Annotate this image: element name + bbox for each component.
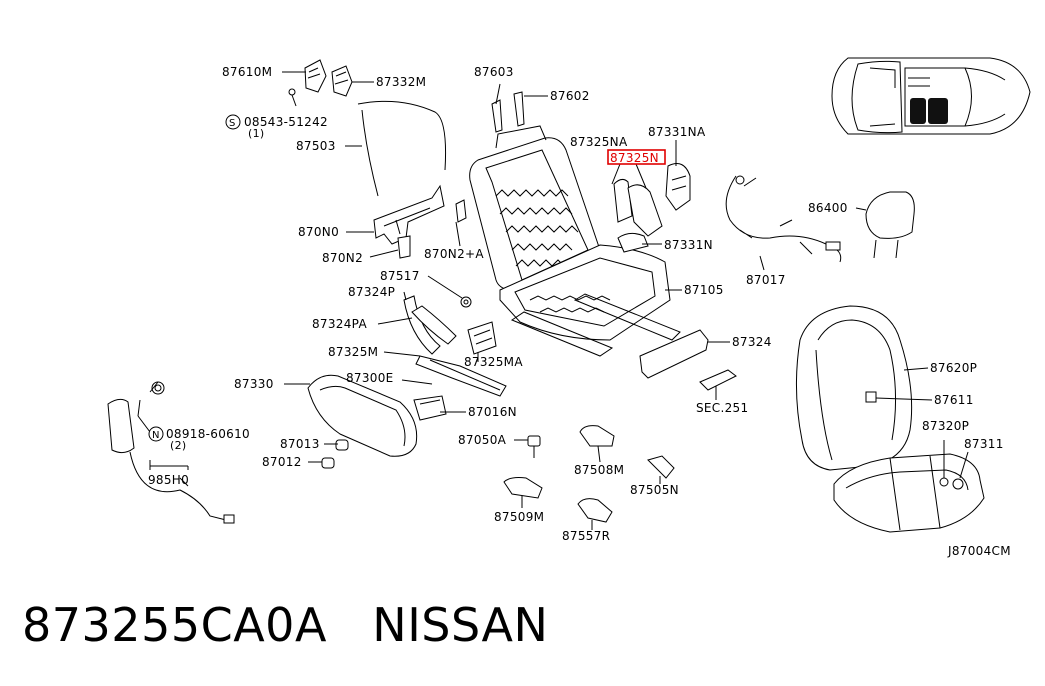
label-87105[interactable]: 87105 xyxy=(684,283,724,297)
part-87050A-clip xyxy=(527,435,541,458)
part-87331N-cover xyxy=(617,232,649,253)
part-87330-finisher xyxy=(307,374,418,457)
label-87610M[interactable]: 87610M xyxy=(222,65,272,79)
label-87508M[interactable]: 87508M xyxy=(574,463,624,477)
part-87324-finisher xyxy=(639,329,709,379)
label-870N0[interactable]: 870N0 xyxy=(298,225,339,239)
label-sec251[interactable]: SEC.251 xyxy=(696,401,748,415)
label-08918-60610[interactable]: 08918-60610 xyxy=(166,427,250,441)
part-87325NA-trim xyxy=(613,178,633,223)
label-87012[interactable]: 87012 xyxy=(262,455,302,469)
part-87503-cable xyxy=(357,100,446,197)
seat-frame-87105 xyxy=(469,125,681,357)
part-87505N-cover xyxy=(647,455,675,479)
part-87557R-cover xyxy=(577,498,613,523)
label-87324[interactable]: 87324 xyxy=(732,335,772,349)
car-top-view-icon xyxy=(831,57,1031,135)
part-87325N-trim xyxy=(627,184,663,237)
highlight-box-87325N xyxy=(607,149,666,165)
part-caption: 873255CA0A NISSAN xyxy=(22,598,548,652)
symbol-n-text: N xyxy=(152,430,160,441)
label-87324PA[interactable]: 87324PA xyxy=(312,317,367,331)
part-870N2-clip xyxy=(397,235,411,259)
part-870N2A-clip xyxy=(455,199,467,223)
part-87332M-switch xyxy=(331,65,353,97)
label-87016N[interactable]: 87016N xyxy=(468,405,517,419)
diagram-id: J87004CM xyxy=(947,544,1011,558)
label-87013[interactable]: 87013 xyxy=(280,437,320,451)
part-87509M-cover xyxy=(503,477,543,499)
car-seat-highlight-right xyxy=(928,98,948,124)
label-87602[interactable]: 87602 xyxy=(550,89,590,103)
symbol-s-text: S xyxy=(229,118,236,129)
label-87325N[interactable]: 87325N xyxy=(610,151,659,165)
part-87325M-trim xyxy=(415,355,507,397)
part-87013-knob xyxy=(335,439,349,451)
symbol-s-icon xyxy=(225,114,241,130)
part-87603-guide xyxy=(491,99,503,133)
screw-icon xyxy=(288,88,297,107)
label-87332M[interactable]: 87332M xyxy=(376,75,426,89)
part-87324PA-trim xyxy=(411,305,457,345)
label-87324P[interactable]: 87324P xyxy=(348,285,395,299)
part-87331NA-cover xyxy=(665,163,691,211)
symbol-n-icon xyxy=(148,426,164,442)
part-87611-clip xyxy=(865,391,877,403)
label-87503[interactable]: 87503 xyxy=(296,139,336,153)
label-87320P[interactable]: 87320P xyxy=(922,419,969,433)
label-870N2A[interactable]: 870N2+A xyxy=(424,247,484,261)
car-seat-highlight-left xyxy=(910,98,926,124)
label-08918-qty: (2) xyxy=(170,439,186,452)
caption-gap xyxy=(327,598,372,652)
label-87300E[interactable]: 87300E xyxy=(346,371,394,385)
label-87331NA[interactable]: 87331NA xyxy=(648,125,706,139)
part-87508M-cover xyxy=(579,425,615,447)
label-87050A[interactable]: 87050A xyxy=(458,433,507,447)
part-sec251-ref xyxy=(699,369,737,391)
label-870N2[interactable]: 870N2 xyxy=(322,251,363,265)
label-87603[interactable]: 87603 xyxy=(474,65,514,79)
part-87017-harness xyxy=(725,175,842,263)
label-87017[interactable]: 87017 xyxy=(746,273,786,287)
label-87517[interactable]: 87517 xyxy=(380,269,420,283)
label-87331N[interactable]: 87331N xyxy=(664,238,713,252)
part-87016N-switch xyxy=(413,395,447,421)
part-87517-clip xyxy=(460,296,472,308)
label-985H0[interactable]: 985H0 xyxy=(148,473,189,487)
label-87325M[interactable]: 87325M xyxy=(328,345,378,359)
label-87325NA[interactable]: 87325NA xyxy=(570,135,628,149)
label-86400[interactable]: 86400 xyxy=(808,201,848,215)
part-985H0-sensor xyxy=(107,381,235,524)
part-labels: 87610M 87332M 08543-51242 (1) 87503 870N… xyxy=(148,65,1011,558)
label-87620P[interactable]: 87620P xyxy=(930,361,977,375)
label-87311[interactable]: 87311 xyxy=(964,437,1004,451)
label-87611[interactable]: 87611 xyxy=(934,393,974,407)
caption-part-number: 873255CA0A xyxy=(22,598,327,652)
label-87505N[interactable]: 87505N xyxy=(630,483,679,497)
label-87330[interactable]: 87330 xyxy=(234,377,274,391)
label-87557R[interactable]: 87557R xyxy=(562,529,610,543)
leader-lines xyxy=(137,71,969,530)
part-87311-clip xyxy=(952,478,964,490)
part-87602-guide xyxy=(513,91,525,127)
part-87320P-cushion-trim xyxy=(833,453,985,533)
part-870N0-bracket xyxy=(373,184,445,245)
label-87509M[interactable]: 87509M xyxy=(494,510,544,524)
label-08543-51242[interactable]: 08543-51242 xyxy=(244,115,328,129)
part-87012-knob xyxy=(321,457,335,469)
caption-brand: NISSAN xyxy=(372,598,549,652)
label-87325MA[interactable]: 87325MA xyxy=(464,355,523,369)
part-87620P-back-trim xyxy=(795,305,913,471)
label-08543-qty: (1) xyxy=(248,127,264,140)
part-86400-headrest xyxy=(865,191,915,239)
